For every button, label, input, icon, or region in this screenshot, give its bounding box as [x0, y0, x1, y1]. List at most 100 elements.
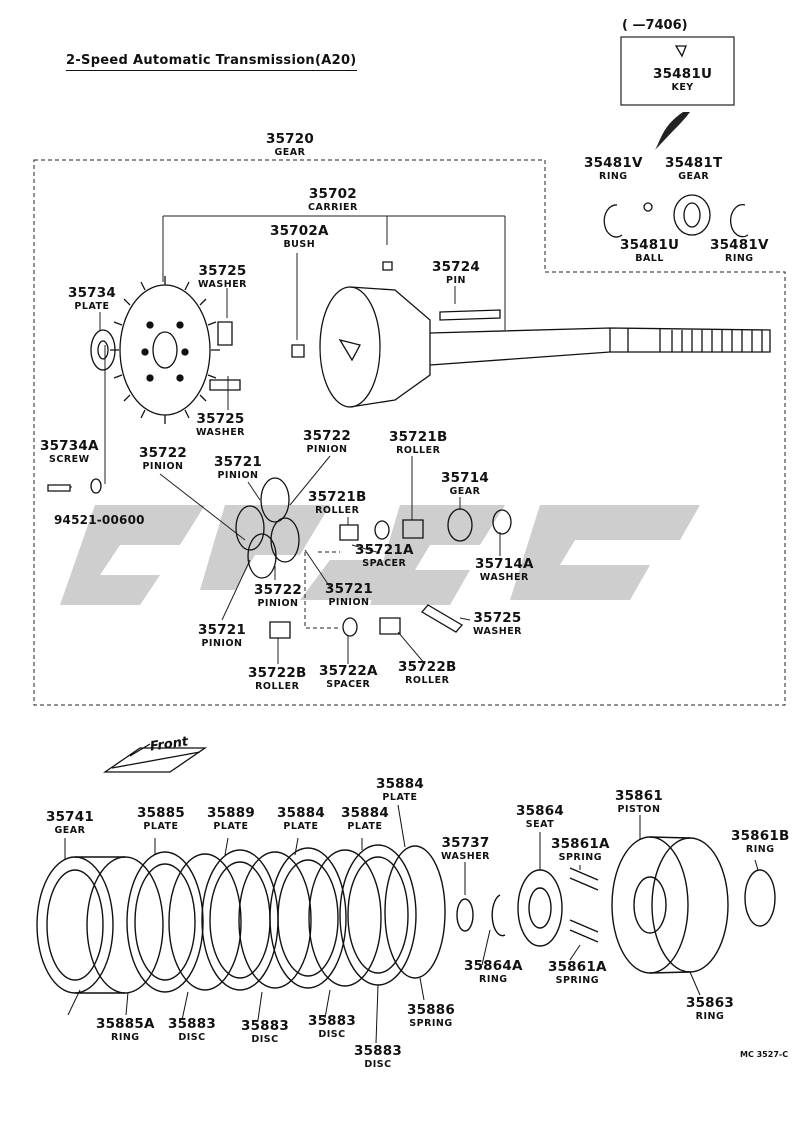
part-name: SPRING [558, 851, 603, 863]
part-number: 35714 [441, 470, 489, 486]
part-number: 35721 [325, 581, 373, 597]
part-name: SCREW [49, 453, 90, 465]
part-name: ROLLER [396, 444, 441, 456]
part-number: 35721B [389, 429, 448, 445]
part-number: 35722 [254, 582, 302, 598]
part-number: 35481V [584, 155, 643, 171]
part-name: GEAR [449, 485, 481, 497]
part-number: 35725 [196, 411, 245, 427]
part-number: 35702A [270, 223, 329, 239]
part-name: DISC [364, 1058, 392, 1070]
part-name: WASHER [479, 571, 529, 583]
part-number: 35481U [653, 66, 713, 82]
part-number: 35720 [266, 131, 314, 147]
part-number: 35864A [464, 958, 523, 974]
catalog-code: MC 3527-C [740, 1050, 789, 1059]
part-number: 35714A [475, 556, 534, 572]
part-name: SPACER [362, 557, 407, 569]
part-name: WASHER [441, 850, 491, 862]
part-number: 35481V [710, 237, 769, 253]
part-name: BUSH [283, 238, 316, 250]
part-number: 35741 [46, 809, 94, 825]
part-number: 35722A [319, 663, 378, 679]
part-name: DISC [178, 1031, 206, 1043]
callout-94521: 94521-00600 [54, 514, 145, 526]
part-name: ROLLER [255, 680, 300, 692]
part-name: PINION [201, 637, 243, 649]
part-name: RING [725, 252, 754, 264]
part-number: 35884 [277, 805, 325, 821]
part-name: SPRING [409, 1017, 453, 1029]
part-number: 35722B [398, 659, 457, 675]
part-name: WASHER [196, 426, 246, 438]
part-name: WASHER [198, 278, 248, 290]
part-number: 35863 [686, 995, 734, 1011]
part-number: 35885A [96, 1016, 155, 1032]
part-number: 35883 [168, 1016, 216, 1032]
part-name: PLATE [283, 820, 319, 832]
part-name: ROLLER [405, 674, 450, 686]
part-name: PINION [257, 597, 299, 609]
part-name: SPRING [555, 974, 600, 986]
part-name: PLATE [213, 820, 249, 832]
part-number: 35721 [198, 622, 246, 638]
part-name: SPACER [326, 678, 371, 690]
part-name: RING [695, 1010, 725, 1022]
part-name: PINION [142, 460, 184, 472]
part-name: GEAR [678, 170, 710, 182]
part-number: 35734A [40, 438, 99, 454]
part-number: 35861A [551, 836, 610, 852]
part-name: DISC [318, 1028, 346, 1040]
part-name: PINION [217, 469, 259, 481]
part-number: 35885 [137, 805, 185, 821]
part-name: ROLLER [315, 504, 360, 516]
part-number: 35721A [355, 542, 414, 558]
part-name: PLATE [143, 820, 179, 832]
part-number: 35861B [731, 828, 790, 844]
part-number: 35861A [548, 959, 607, 975]
part-name: PISTON [617, 803, 661, 815]
part-name: DISC [251, 1033, 279, 1045]
part-name: BALL [635, 252, 664, 264]
part-name: SEAT [525, 818, 555, 830]
part-name: RING [599, 170, 628, 182]
part-number: 35722 [303, 428, 351, 444]
part-number: 35883 [308, 1013, 356, 1029]
part-number: 35481U [620, 237, 680, 253]
part-name: PLATE [74, 300, 110, 312]
part-name: RING [479, 973, 508, 985]
part-number: 35734 [68, 285, 116, 301]
part-number: 35725 [473, 610, 522, 626]
part-number: 35722 [139, 445, 187, 461]
part-number: 35725 [198, 263, 247, 279]
part-number: 35889 [207, 805, 255, 821]
part-name: PINION [306, 443, 348, 455]
